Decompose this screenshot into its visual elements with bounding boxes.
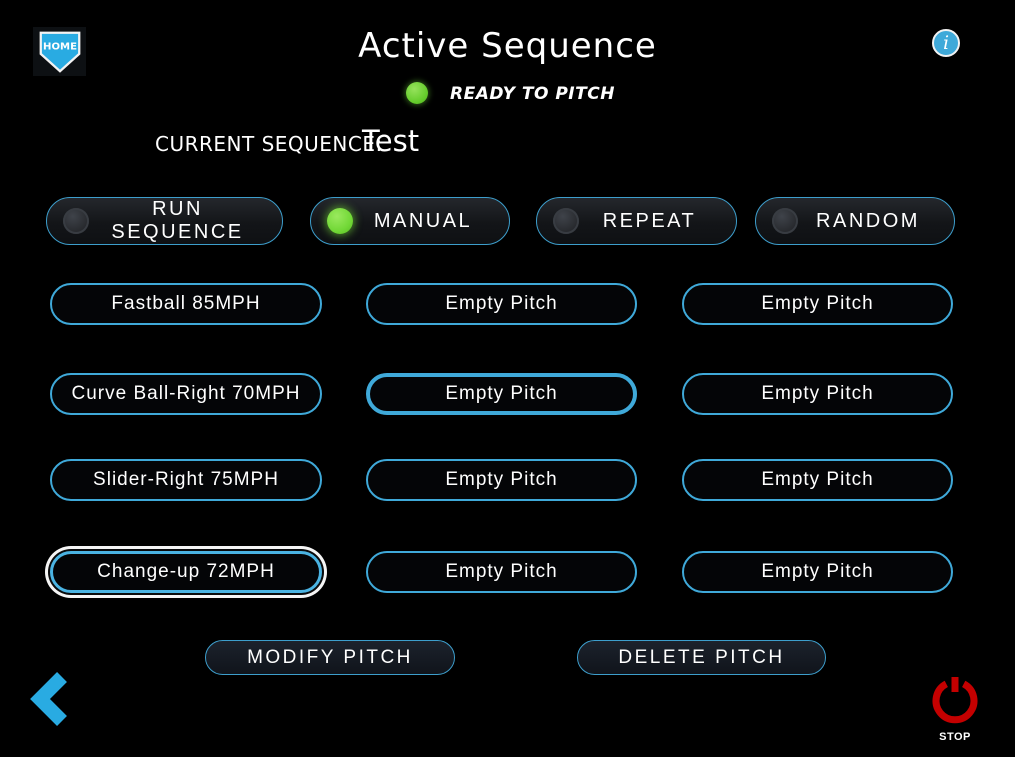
mode-repeat-button[interactable]: REPEAT <box>536 197 737 245</box>
stop-button[interactable]: STOP <box>930 675 980 743</box>
info-icon: i <box>942 32 950 54</box>
delete-pitch-button[interactable]: DELETE PITCH <box>577 640 826 675</box>
radio-off-icon <box>772 208 798 234</box>
mode-label: REPEAT <box>602 209 697 232</box>
current-sequence-label: CURRENT SEQUENCE: <box>155 132 383 156</box>
radio-off-icon <box>63 208 89 234</box>
back-button[interactable] <box>30 672 72 726</box>
current-sequence-value: Test <box>362 124 420 158</box>
info-button[interactable]: i <box>932 29 960 57</box>
radio-off-icon <box>553 208 579 234</box>
pitch-slot-r1c3[interactable]: Empty Pitch <box>682 283 953 325</box>
page-title: Active Sequence <box>358 26 657 66</box>
pitch-slot-r2c3[interactable]: Empty Pitch <box>682 373 953 415</box>
ready-status-label: READY TO PITCH <box>450 84 615 104</box>
ready-indicator-dot <box>406 82 428 104</box>
mode-random-button[interactable]: RANDOM <box>755 197 955 245</box>
back-chevron-icon <box>30 672 67 726</box>
home-plate-icon: HOME <box>39 31 80 73</box>
pitch-slot-r3c3[interactable]: Empty Pitch <box>682 459 953 501</box>
modify-pitch-button[interactable]: MODIFY PITCH <box>205 640 455 675</box>
pitch-slot-r2c1[interactable]: Curve Ball-Right 70MPH <box>50 373 322 415</box>
stop-label: STOP <box>939 731 971 743</box>
pitch-slot-r4c2[interactable]: Empty Pitch <box>366 551 637 593</box>
radio-on-icon <box>327 208 353 234</box>
mode-label: RANDOM <box>816 209 920 232</box>
pitch-slot-r1c2[interactable]: Empty Pitch <box>366 283 637 325</box>
pitch-slot-r4c1[interactable]: Change-up 72MPH <box>50 551 322 593</box>
pitch-slot-r3c2[interactable]: Empty Pitch <box>366 459 637 501</box>
mode-manual-button[interactable]: MANUAL <box>310 197 510 245</box>
stop-power-icon <box>932 677 978 724</box>
mode-label: MANUAL <box>373 209 473 232</box>
mode-label: RUN SEQUENCE <box>111 198 244 243</box>
mode-run-sequence-button[interactable]: RUN SEQUENCE <box>46 197 283 245</box>
pitch-slot-r3c1[interactable]: Slider-Right 75MPH <box>50 459 322 501</box>
pitch-slot-r4c3[interactable]: Empty Pitch <box>682 551 953 593</box>
home-button[interactable]: HOME <box>33 27 86 76</box>
home-label: HOME <box>43 41 77 52</box>
pitch-slot-r1c1[interactable]: Fastball 85MPH <box>50 283 322 325</box>
pitch-slot-r2c2[interactable]: Empty Pitch <box>366 373 637 415</box>
